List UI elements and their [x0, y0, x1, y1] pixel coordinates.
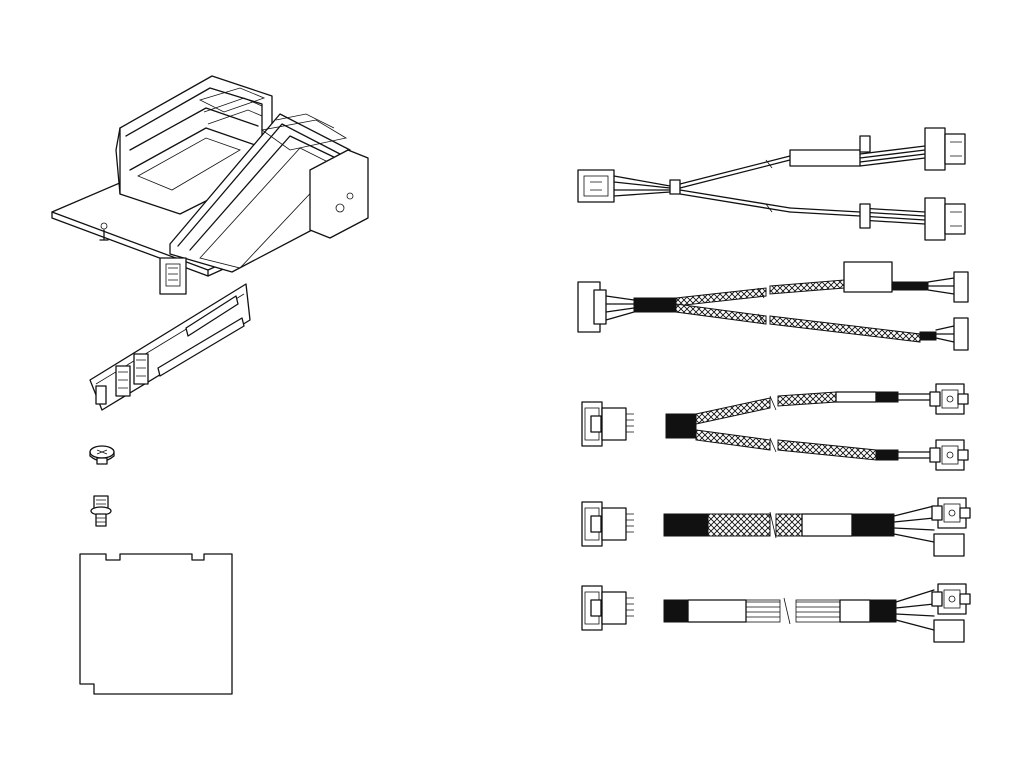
- thumbscrew-icon: [90, 495, 112, 527]
- cable-icon: [581, 583, 971, 643]
- cable-icon: [581, 497, 971, 557]
- screw-icon: [89, 445, 115, 465]
- cable-icon: [581, 383, 969, 471]
- cable-icon: [577, 261, 969, 351]
- riser-card-icon: [89, 283, 251, 411]
- plate-icon: [79, 553, 233, 695]
- riser-cage-icon: [51, 75, 369, 295]
- cable-icon: [577, 127, 966, 241]
